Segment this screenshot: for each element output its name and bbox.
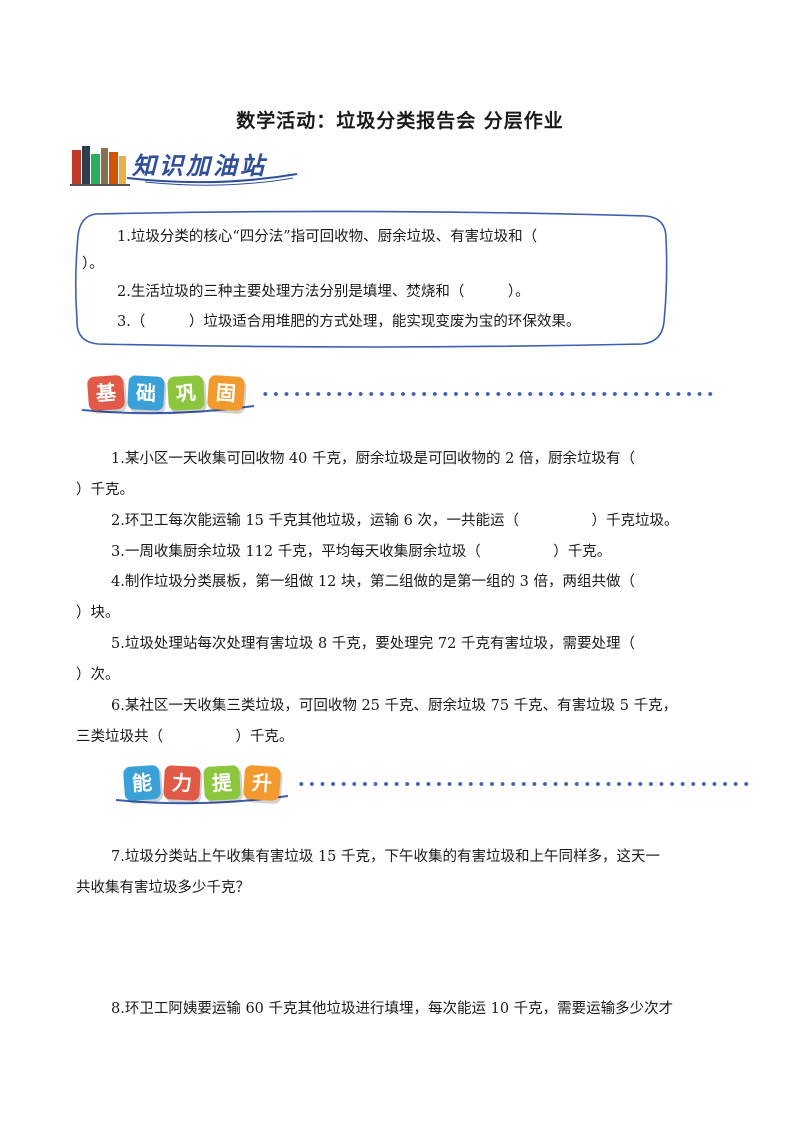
question-text-cont: 三类垃圾共（ ）千克。 [76, 729, 294, 745]
knowledge-line-3: 3.（ ）垃圾适合用堆肥的方式处理，能实现变废为宝的环保效果。 [117, 314, 581, 330]
question-7: 7.垃圾分类站上午收集有害垃圾 15 千克，下午收集的有害垃圾和上午同样多，这天… [76, 842, 716, 904]
knowledge-line-1: 1.垃圾分类的核心“四分法”指可回收物、厨余垃圾、有害垃圾和（ [117, 229, 538, 245]
question-text: 4.制作垃圾分类展板，第一组做 12 块，第二组做的是第一组的 3 倍，两组共做… [111, 574, 635, 590]
knowledge-line-1-cont: ）。 [82, 256, 104, 272]
books-icon [70, 146, 130, 186]
question-text-cont: ）千克。 [76, 482, 134, 498]
question-text-cont: 共收集有害垃圾多少千克？ [76, 880, 250, 896]
banner-tile-2: 础 [127, 375, 165, 411]
banner-tile-4: 固 [206, 374, 246, 412]
knowledge-line-2: 2.生活垃圾的三种主要处理方法分别是填埋、焚烧和（ ）。 [117, 284, 530, 300]
question-text: 3.一周收集厨余垃圾 112 千克，平均每天收集厨余垃圾（ ）千克。 [111, 544, 612, 560]
knowledge-header: 知识加油站 [70, 142, 300, 190]
banner-tile-4: 升 [242, 764, 282, 802]
question-text-cont: ）次。 [76, 667, 120, 683]
header-swoosh [126, 173, 298, 186]
question-4: 4.制作垃圾分类展板，第一组做 12 块，第二组做的是第一组的 3 倍，两组共做… [76, 567, 716, 629]
knowledge-header-title: 知识加油站 [132, 152, 267, 180]
question-text: 2.环卫工每次能运输 15 千克其他垃圾，运输 6 次，一共能运（ ）千克垃圾。 [111, 513, 679, 529]
question-6: 6.某社区一天收集三类垃圾，可回收物 25 千克、厨余垃圾 75 千克、有害垃圾… [76, 691, 716, 753]
question-text-cont: ）块。 [76, 605, 120, 621]
banner-tile-2: 力 [163, 765, 201, 801]
banner-tile-1: 基 [86, 374, 126, 412]
question-text: 1.某小区一天收集可回收物 40 千克，厨余垃圾是可回收物的 2 倍，厨余垃圾有… [111, 451, 635, 467]
knowledge-box-border [74, 210, 668, 348]
question-text: 5.垃圾处理站每次处理有害垃圾 8 千克，要处理完 72 千克有害垃圾，需要处理… [111, 636, 635, 652]
question-1: 1.某小区一天收集可回收物 40 千克，厨余垃圾是可回收物的 2 倍，厨余垃圾有… [76, 444, 716, 506]
advanced-section-banner: 能 力 提 升 [115, 762, 764, 808]
question-text: 8.环卫工阿姨要运输 60 千克其他垃圾进行填埋，每次能运 10 千克，需要运输… [111, 1001, 674, 1017]
knowledge-box: 1.垃圾分类的核心“四分法”指可回收物、厨余垃圾、有害垃圾和（ ）。 2.生活垃… [72, 210, 670, 350]
basic-section-banner: 基 础 巩 固 [81, 372, 728, 418]
question-text: 6.某社区一天收集三类垃圾，可回收物 25 千克、厨余垃圾 75 千克、有害垃圾… [111, 698, 678, 714]
question-text: 7.垃圾分类站上午收集有害垃圾 15 千克，下午收集的有害垃圾和上午同样多，这天… [111, 849, 661, 865]
dotted-divider [260, 392, 716, 396]
dotted-divider [296, 782, 752, 786]
question-2: 2.环卫工每次能运输 15 千克其他垃圾，运输 6 次，一共能运（ ）千克垃圾。 [76, 506, 716, 537]
question-5: 5.垃圾处理站每次处理有害垃圾 8 千克，要处理完 72 千克有害垃圾，需要处理… [76, 629, 716, 691]
banner-tile-3: 提 [203, 765, 241, 801]
question-8: 8.环卫工阿姨要运输 60 千克其他垃圾进行填埋，每次能运 10 千克，需要运输… [76, 994, 716, 1025]
page-title: 数学活动：垃圾分类报告会 分层作业 [236, 110, 564, 132]
banner-tile-1: 能 [122, 764, 162, 802]
banner-tile-3: 巩 [167, 375, 205, 411]
question-3: 3.一周收集厨余垃圾 112 千克，平均每天收集厨余垃圾（ ）千克。 [76, 537, 716, 568]
